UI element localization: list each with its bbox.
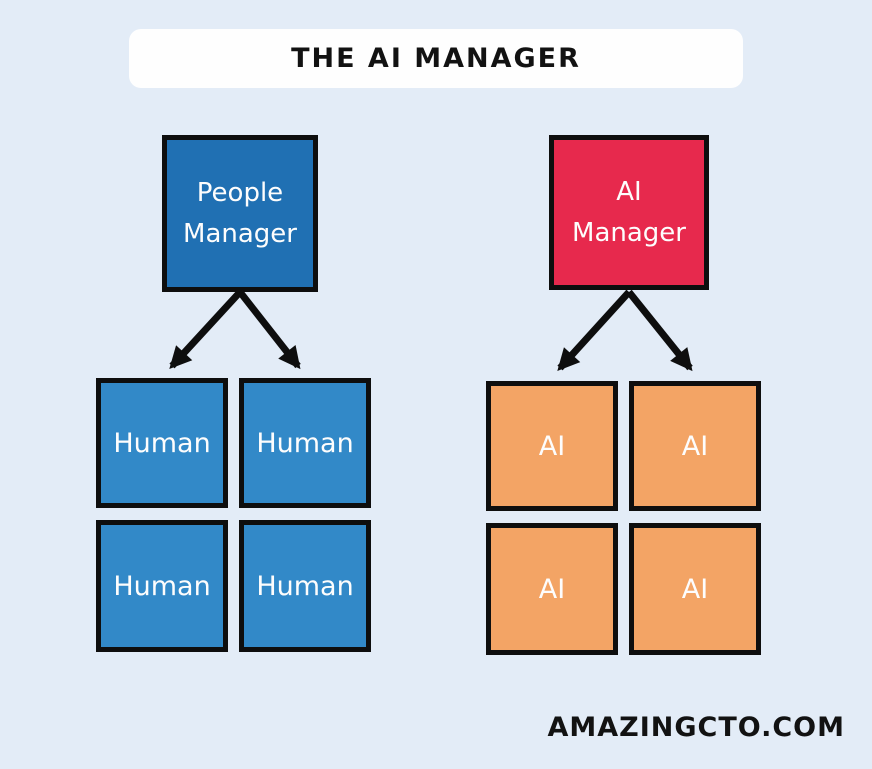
arrow-to-ai-right xyxy=(626,290,693,372)
human-label: Human xyxy=(256,570,354,602)
human-box: Human xyxy=(96,378,228,508)
human-label: Human xyxy=(256,427,354,459)
ai-manager-box: AI Manager xyxy=(549,135,709,290)
watermark-text: AMAZINGCTO.COM xyxy=(547,712,845,743)
ai-label: AI xyxy=(681,573,709,605)
ai-box: AI xyxy=(486,381,618,511)
ai-manager-label: AI Manager xyxy=(572,177,686,248)
people-manager-arrows xyxy=(169,290,301,370)
page-title: THE AI MANAGER xyxy=(291,43,581,74)
ai-label: AI xyxy=(538,573,566,605)
human-label: Human xyxy=(113,427,211,459)
ai-box: AI xyxy=(629,381,761,511)
ai-grid: AI AI AI AI xyxy=(486,381,761,655)
arrow-to-human-right xyxy=(237,290,301,370)
people-manager-box: People Manager xyxy=(162,135,318,292)
people-manager-label: People Manager xyxy=(183,178,297,249)
human-label: Human xyxy=(113,570,211,602)
ai-manager-arrows xyxy=(557,290,693,372)
arrow-to-human-left xyxy=(169,290,243,369)
ai-box: AI xyxy=(629,523,761,655)
title-banner: THE AI MANAGER xyxy=(129,29,743,88)
human-box: Human xyxy=(239,378,371,508)
human-box: Human xyxy=(239,520,371,652)
human-grid: Human Human Human Human xyxy=(96,378,371,652)
ai-box: AI xyxy=(486,523,618,655)
arrow-to-ai-left xyxy=(557,290,632,371)
human-box: Human xyxy=(96,520,228,652)
ai-label: AI xyxy=(538,430,566,462)
ai-label: AI xyxy=(681,430,709,462)
